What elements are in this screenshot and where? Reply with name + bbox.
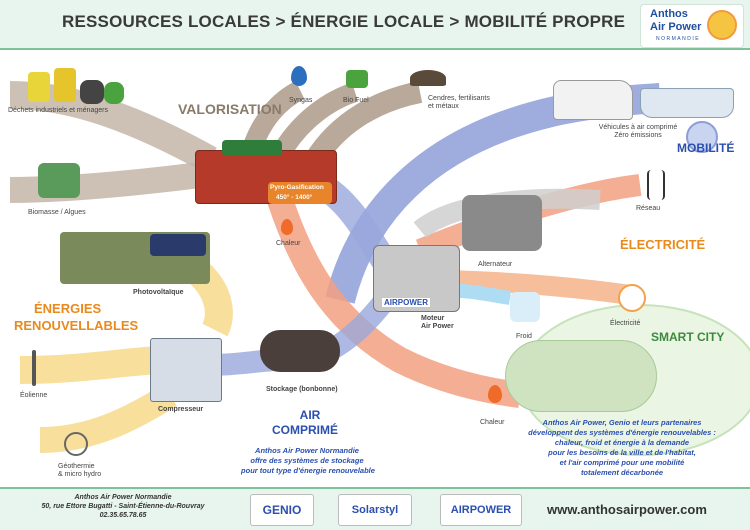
partner-desc-4: pour les besoins de la ville et de l'hab…: [548, 448, 696, 457]
engine-label-2: Air Power: [421, 323, 454, 330]
biomass-icon: [38, 163, 80, 198]
engine-brand: AIRPOWER: [382, 298, 430, 307]
storage-desc-1: Anthos Air Power Normandie: [255, 446, 359, 455]
pylon-icon: [647, 170, 665, 200]
network-label: Réseau: [636, 205, 661, 212]
solarstyl-logo: Solarstyl: [338, 494, 412, 526]
partner-desc-2: développent des systèmes d'énergie renou…: [528, 428, 716, 437]
lightning-icon: [618, 284, 646, 312]
storage-tank-icon: [260, 330, 340, 372]
biofuel-label: Bio Fuel: [343, 97, 369, 104]
pyro-badge: [268, 182, 332, 204]
logo-text-anthos: Anthos: [650, 8, 688, 20]
footer-address: Anthos Air Power Normandie 50, rue Ettor…: [28, 493, 218, 520]
recycle-bag-icon: [104, 82, 124, 104]
air-title-2: COMPRIMÉ: [272, 423, 338, 437]
toxic-bin-icon: [28, 72, 50, 102]
heat-label-2: Chaleur: [480, 419, 505, 426]
footer-company: Anthos Air Power Normandie: [74, 494, 172, 501]
partner-desc-6: totalement décarbonée: [580, 468, 664, 477]
heat-flame-icon-2: [488, 385, 502, 403]
electricity-label: Électricité: [610, 320, 641, 327]
heat-flame-icon: [281, 219, 293, 235]
website-link[interactable]: www.anthosairpower.com: [547, 502, 707, 517]
solar-panel-icon: [150, 234, 206, 256]
ash-label-2: et métaux: [428, 103, 459, 110]
pyro-label-2: 450° - 1400°: [276, 194, 313, 201]
partner-desc-5: et l'air comprimé pour une mobilité: [559, 458, 685, 467]
logo-text-air-power: Air Power: [650, 21, 702, 33]
alternator-icon: [462, 195, 542, 251]
plant-top-unit: [222, 140, 282, 156]
genio-logo: GENIO: [250, 494, 314, 526]
storage-desc-3: pour tout type d'énergie renouvelable: [241, 466, 375, 475]
header-bar: [0, 0, 750, 50]
ash-label-1: Cendres, fertilisants: [428, 95, 490, 102]
page-title: RESSOURCES LOCALES > ÉNERGIE LOCALE > MO…: [62, 12, 626, 31]
footer-phone: 02.35.65.78.65: [99, 512, 147, 519]
van-icon: [553, 80, 633, 120]
smart-city-title: SMART CITY: [651, 330, 725, 344]
renewables-title-1: ÉNERGIES: [34, 301, 102, 316]
air-title-1: AIR: [299, 408, 321, 422]
ash-pile-icon: [410, 70, 446, 86]
partner-desc-3: chaleur, froid et énergie à la demande: [554, 438, 690, 447]
engine-label-1: Moteur: [421, 315, 445, 322]
biofuel-can-icon: [346, 70, 368, 88]
biomass-label: Biomasse / Algues: [28, 209, 86, 216]
geothermal-label-1: Géothermie: [58, 463, 95, 470]
waste-label: Déchets industriels et ménagers: [8, 107, 108, 114]
snowflake-icon: [510, 292, 540, 322]
storage-label: Stockage (bonbonne): [266, 386, 338, 393]
trash-bag-icon: [80, 80, 104, 104]
compressor-label: Compresseur: [158, 406, 204, 413]
syngas-flame-icon: [291, 66, 307, 86]
wheel-icon: [686, 121, 718, 153]
renewables-title-2: RENOUVELLABLES: [14, 318, 139, 333]
smart-city-map: [505, 340, 657, 412]
electricity-title: ÉLECTRICITÉ: [620, 237, 706, 252]
vehicles-label-1: Véhicules à air comprimé: [598, 124, 678, 131]
oil-bin-icon: [54, 68, 76, 102]
wind-turbine-icon: [32, 350, 36, 386]
compressor-icon: [150, 338, 222, 402]
cold-label: Froid: [516, 333, 532, 340]
partner-desc-1: Anthos Air Power, Genio et leurs partena…: [542, 418, 702, 427]
alternator-label: Alternateur: [478, 261, 513, 268]
logo-text-normandie: NORMANDIE: [656, 36, 701, 42]
photovoltaic-label: Photovoltaïque: [133, 289, 184, 296]
sun-icon: [707, 10, 737, 40]
syngas-label: Syngas: [289, 97, 313, 104]
boat-icon: [640, 88, 734, 118]
mobility-title: MOBILITÉ: [677, 141, 735, 155]
airpower-logo: AIRPOWER: [440, 494, 522, 526]
vehicles-label-2: Zéro émissions: [614, 132, 662, 139]
geothermal-icon: [64, 432, 88, 456]
pyro-label-1: Pyro-Gasification: [270, 184, 324, 191]
storage-desc-2: offre des systèmes de stockage: [250, 456, 364, 465]
geothermal-label-2: & micro hydro: [58, 471, 102, 478]
heat-label-1: Chaleur: [276, 240, 301, 247]
footer-street: 50, rue Ettore Bugatti - Saint-Étienne-d…: [41, 503, 205, 510]
valorisation-title: VALORISATION: [178, 101, 282, 117]
wind-label: Éolienne: [20, 392, 48, 399]
